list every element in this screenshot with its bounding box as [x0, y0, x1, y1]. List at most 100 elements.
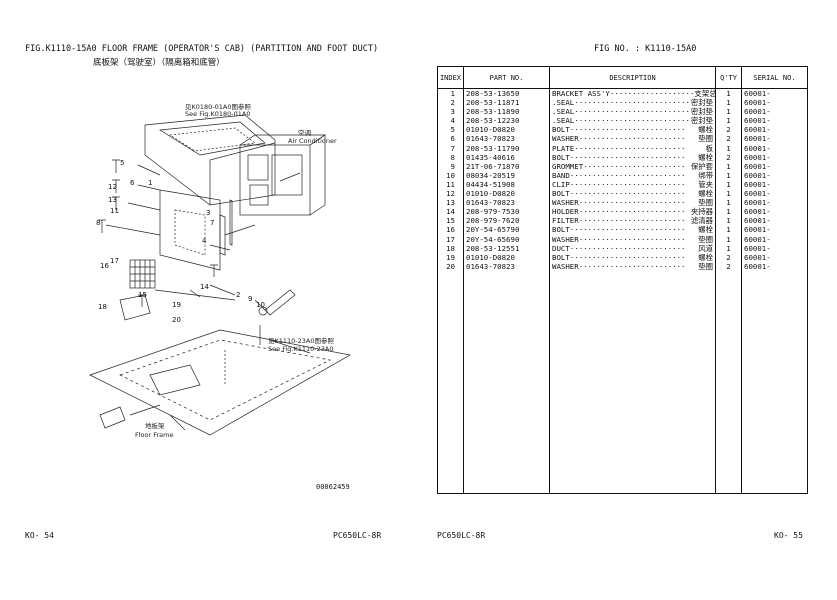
row-description: DUCT·························· 风道	[549, 243, 716, 253]
row-qty: 1	[715, 161, 742, 171]
row-index: 8	[437, 152, 464, 162]
row-index: 6	[437, 134, 464, 144]
row-serial: 60001-	[741, 134, 808, 144]
row-index: 13	[437, 198, 464, 208]
desc-cn: 垫圈	[698, 134, 713, 144]
desc-cn: 保护套	[690, 161, 713, 171]
desc-cn: 密封垫	[690, 98, 713, 108]
row-serial: 60001-	[741, 161, 808, 171]
row-serial: 60001-	[741, 225, 808, 235]
row-qty: 1	[715, 107, 742, 117]
row-qty: 1	[715, 116, 742, 126]
row-description: FILTER························ 滤清器	[549, 216, 716, 226]
row-description: BOLT··························螺栓	[549, 152, 716, 162]
ref-top-en: See Fig.K0180-01A0	[185, 110, 250, 118]
row-qty: 2	[715, 261, 742, 271]
row-description: WASHER························ 垫圈	[549, 198, 716, 208]
callout: 17	[110, 257, 119, 265]
row-serial: 60001-	[741, 125, 808, 135]
row-serial: 60001-	[741, 207, 808, 217]
row-part-no: 01435-40616	[463, 152, 550, 162]
desc-en: WASHER························	[552, 261, 686, 271]
row-index: 12	[437, 189, 464, 199]
row-index: 9	[437, 161, 464, 171]
desc-cn: 绑带	[698, 170, 713, 180]
callout: 19	[172, 301, 181, 309]
desc-cn: 风道	[698, 243, 713, 253]
floor-label-en: Floor Frame	[135, 431, 174, 439]
callout: 13	[108, 196, 117, 204]
row-description: WASHER························垫圈	[549, 234, 716, 244]
row-index: 10	[437, 170, 464, 180]
row-qty: 1	[715, 98, 742, 108]
callout: 1	[148, 179, 152, 187]
row-index: 7	[437, 143, 464, 153]
row-description: BOLT··························螺栓	[549, 252, 716, 262]
right-model-name: PC650LC-8R	[437, 531, 486, 540]
desc-en: FILTER························	[552, 216, 686, 226]
desc-cn: 夹持器	[690, 207, 713, 217]
row-index: 1	[437, 88, 464, 99]
callout: 10	[256, 301, 265, 309]
desc-cn: 垫圈	[698, 198, 713, 208]
row-serial: 60001-	[741, 107, 808, 117]
row-description: BOLT··························螺栓	[549, 189, 716, 199]
row-part-no: 08034-20519	[463, 170, 550, 180]
row-serial: 60001-	[741, 189, 808, 199]
desc-en: BOLT··························	[552, 125, 686, 135]
callout: 3	[206, 209, 210, 217]
desc-en: PLATE·························	[552, 143, 686, 153]
row-index: 14	[437, 207, 464, 217]
col-header-serial: SERIAL NO.	[741, 66, 808, 89]
desc-cn: 密封垫	[690, 107, 713, 117]
drawing-number: 00062459	[316, 483, 350, 491]
callout: 6	[130, 179, 135, 187]
desc-en: DUCT··························	[552, 243, 686, 253]
row-description: HOLDER························ 夹持器	[549, 207, 716, 217]
desc-en: WASHER························	[552, 234, 686, 244]
desc-en: WASHER························	[552, 198, 686, 208]
row-part-no: 208-53-11871	[463, 98, 550, 108]
row-part-no: 20Y-54-65690	[463, 234, 550, 244]
desc-en: BOLT··························	[552, 225, 686, 235]
ref-bottom-cn: 见K1110-23A0图参照	[268, 336, 335, 345]
callout: 20	[172, 316, 181, 324]
parts-table: INDEX PART NO. DESCRIPTION Q'TY SERIAL N…	[437, 66, 808, 494]
exploded-parts-drawing: 见K0180-01A0图参照 See Fig.K0180-01A0 空调 Air…	[89, 102, 351, 439]
row-description: BOLT··························螺栓	[549, 125, 716, 135]
desc-cn: 螺栓	[698, 225, 713, 235]
row-description: WASHER························垫圈	[549, 134, 716, 144]
desc-en: .SEAL··························	[552, 116, 690, 126]
table-header-row: INDEX PART NO. DESCRIPTION Q'TY SERIAL N…	[437, 66, 808, 89]
row-part-no: 01643-70823	[463, 198, 550, 208]
callout: 15	[138, 291, 147, 299]
col-header-qty: Q'TY	[715, 66, 742, 89]
desc-cn: 滤清器	[690, 216, 713, 226]
row-qty: 1	[715, 243, 742, 253]
desc-en: HOLDER························	[552, 207, 686, 217]
row-part-no: 01010-D0820	[463, 189, 550, 199]
callout: 12	[108, 183, 117, 191]
desc-en: .SEAL··························	[552, 98, 690, 108]
row-serial: 60001-	[741, 261, 808, 271]
row-qty: 2	[715, 134, 742, 144]
row-qty: 1	[715, 234, 742, 244]
row-index: 15	[437, 216, 464, 226]
row-qty: 1	[715, 225, 742, 235]
left-model-name: PC650LC-8R	[333, 531, 382, 540]
aircon-label-cn: 空调	[298, 128, 311, 137]
row-qty: 1	[715, 143, 742, 153]
desc-cn: 支架总成	[694, 89, 714, 98]
row-qty: 1	[715, 179, 742, 190]
row-qty: 1	[715, 207, 742, 217]
